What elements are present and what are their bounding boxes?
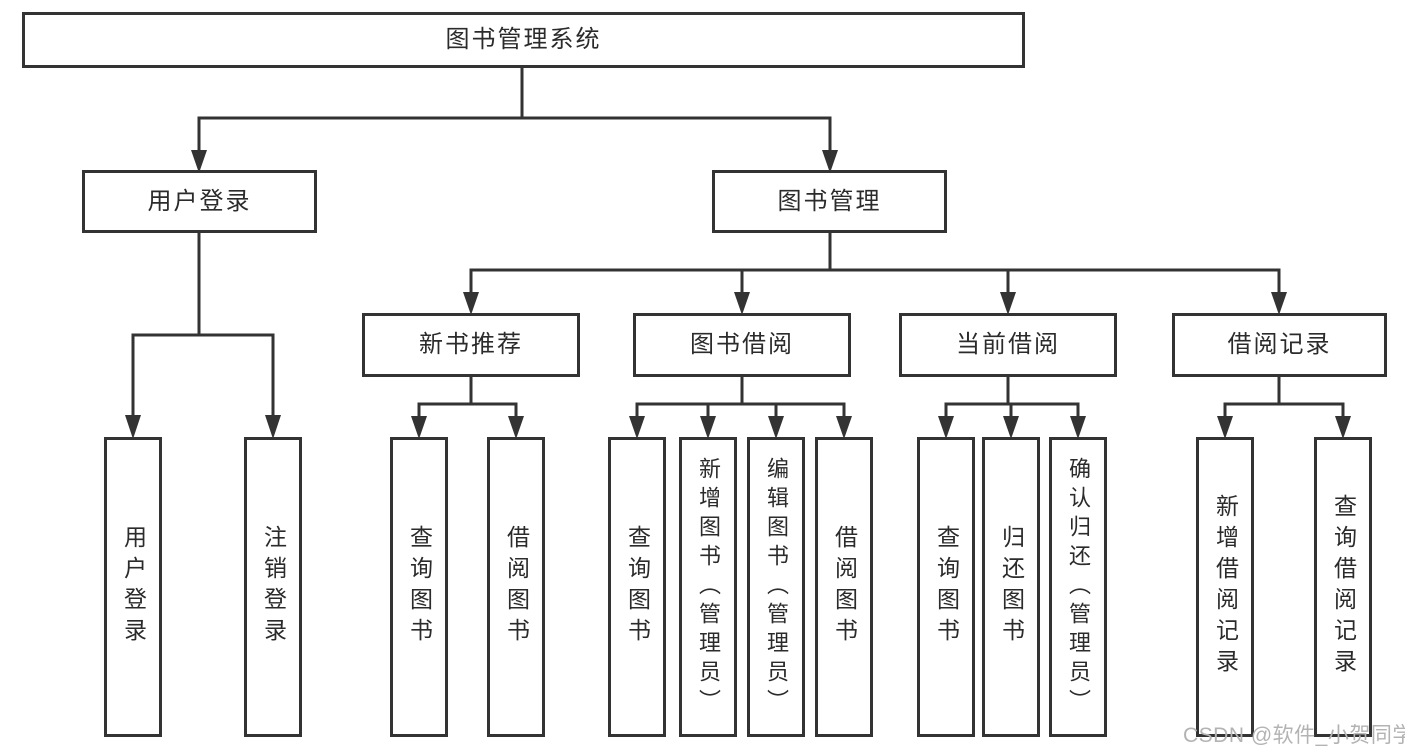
arrow-down-icon	[1000, 292, 1016, 315]
leaf-user-login: 用户登录	[104, 437, 162, 737]
node-current-borrowing: 当前借阅	[899, 313, 1117, 377]
arrow-down-icon	[768, 416, 784, 439]
node-new-book-recommend: 新书推荐	[362, 313, 580, 377]
node-borrowing-records: 借阅记录	[1172, 313, 1387, 377]
arrow-down-icon	[463, 292, 479, 315]
leaf-query-borrow-record: 查询借阅记录	[1314, 437, 1372, 737]
arrow-down-icon	[1003, 416, 1019, 439]
node-book-borrowing: 图书借阅	[633, 313, 851, 377]
leaf-query-books-3: 查询图书	[917, 437, 975, 737]
leaf-query-books-2: 查询图书	[608, 437, 666, 737]
leaf-add-borrow-record: 新增借阅记录	[1196, 437, 1254, 737]
connector-new-book	[417, 375, 518, 421]
arrow-down-icon	[836, 416, 852, 439]
leaf-query-books-1: 查询图书	[390, 437, 448, 737]
arrow-down-icon	[734, 292, 750, 315]
connector-records	[1223, 375, 1345, 421]
arrow-down-icon	[411, 416, 427, 439]
node-library-system: 图书管理系统	[22, 12, 1025, 68]
arrow-down-icon	[700, 416, 716, 439]
connector-user-login	[131, 231, 275, 419]
arrow-down-icon	[629, 416, 645, 439]
leaf-borrow-books-1: 借阅图书	[487, 437, 545, 737]
arrow-down-icon	[1070, 416, 1086, 439]
arrow-down-icon	[1217, 416, 1233, 439]
connector-root	[197, 66, 832, 155]
connector-borrowing	[635, 375, 846, 421]
leaf-logout: 注销登录	[244, 437, 302, 737]
connector-book-management	[469, 231, 1281, 295]
leaf-add-books-admin: 新增图书（管理员）	[679, 437, 737, 737]
arrow-down-icon	[1335, 416, 1351, 439]
leaf-edit-books-admin: 编辑图书（管理员）	[747, 437, 805, 737]
arrow-down-icon	[265, 415, 281, 439]
arrow-down-icon	[938, 416, 954, 439]
node-book-management: 图书管理	[712, 170, 947, 233]
csdn-watermark: CSDN @软件_小贺同学	[1183, 724, 1405, 747]
arrow-down-icon	[508, 416, 524, 439]
leaf-borrow-books-2: 借阅图书	[815, 437, 873, 737]
arrow-down-icon	[125, 415, 141, 439]
node-user-login: 用户登录	[82, 170, 317, 233]
leaf-return-books: 归还图书	[982, 437, 1040, 737]
connector-current	[944, 375, 1080, 421]
arrow-down-icon	[1271, 292, 1287, 315]
leaf-confirm-return-admin: 确认归还（管理员）	[1049, 437, 1107, 737]
